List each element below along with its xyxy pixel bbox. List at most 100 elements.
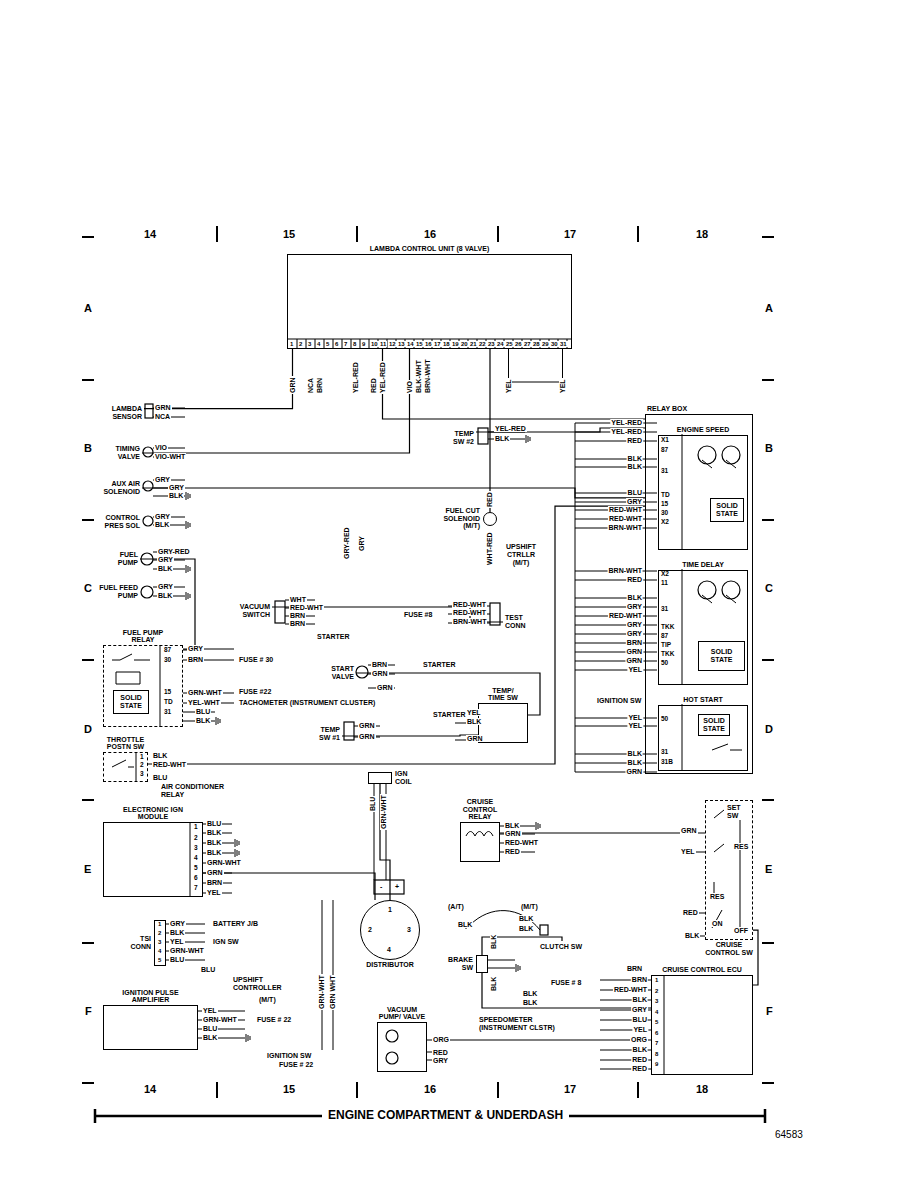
wire-color-label: (A/T) (447, 903, 465, 910)
wire-color-label: IGNITION SW (596, 697, 642, 704)
pin-number: 3 (654, 998, 659, 1004)
wire-color-label: GRY (168, 484, 185, 491)
component-name: TSI CONN (126, 935, 152, 950)
wire-color-label: BLU (169, 956, 185, 963)
wire-color-label: RED-WHT (152, 761, 187, 768)
wire-color-label: - (379, 883, 383, 890)
pin-number: 1 (157, 921, 162, 927)
wire-color-label: BLK (632, 1046, 648, 1053)
component-name: DISTRIBUTOR (365, 961, 415, 969)
wire-connector (482, 973, 651, 1008)
component-name: TEMP SW #1 (315, 726, 341, 741)
pin-number: 21 (469, 341, 478, 347)
wire-color-label: GRY (157, 583, 174, 590)
grid-reference: 17 (563, 1084, 577, 1095)
grid-reference: 14 (143, 229, 157, 240)
component-tag: TEMP SW #1 (314, 724, 342, 744)
wire-color-label: BLK (206, 829, 222, 836)
ground-symbol (186, 492, 190, 500)
wire-color-label: BLU (200, 966, 216, 973)
grid-reference: E (764, 864, 773, 875)
wire-color-label: YEL-WHT (187, 699, 221, 706)
pin-row (509, 349, 563, 382)
ground-symbol (536, 822, 540, 830)
component-box: IGN COIL (368, 772, 392, 784)
wire-color-label: WHT (289, 596, 307, 603)
internal-detail (702, 460, 736, 603)
component-name: VACUUM PUMP/ VALVE (374, 1006, 430, 1021)
wire-color-label: NCA (154, 413, 171, 420)
wire-color-label: GRN (358, 733, 376, 740)
pin-number: 6 (654, 1030, 659, 1036)
component-tag: UPSHIFT CTRLLR (M/T) (497, 541, 545, 569)
pin-number: 22 (478, 341, 487, 347)
wire-connector (142, 488, 645, 498)
component-tag: LAMBDA SENSOR (102, 403, 144, 423)
component-name: LAMBDA CONTROL UNIT (8 VALVE) (369, 245, 491, 253)
component-name: TEST CONN (504, 614, 532, 629)
pin-number: 1 (289, 341, 294, 347)
wire-color-label: BRN-WHT (452, 618, 487, 625)
wire-color-label: BLK (490, 976, 497, 992)
component-tag: TEST CONN (503, 612, 533, 632)
ground-symbol (246, 1034, 250, 1042)
pin-number: 31 (163, 709, 172, 716)
component-tag: FUEL FEED PUMP (96, 578, 140, 606)
component-symbol (698, 446, 716, 464)
grid-reference: 18 (695, 229, 709, 240)
pin-number: 12 (388, 341, 397, 347)
wire-color-label: BLU (369, 796, 376, 812)
wire-color-label: GRN (289, 376, 296, 394)
grid-reference: 16 (423, 1084, 437, 1095)
wire-color-label: BRN-WHT (424, 359, 431, 394)
pin-number: 2 (654, 988, 659, 994)
pin-number: 9 (654, 1061, 659, 1067)
wire-color-label: IGNITION SW (266, 1052, 312, 1059)
wire-connector (144, 349, 293, 409)
wire-color-label: RED (626, 437, 643, 444)
wire-connector (203, 873, 375, 900)
wire-color-label: BLK (522, 999, 538, 1006)
pin-number: X2 (660, 519, 670, 526)
component-tag: AUX AIR SOLENOID (96, 478, 142, 498)
wire-color-label: 4 (386, 946, 392, 953)
wire-color-label: YEL (206, 889, 222, 896)
wire-color-label: GRN (625, 657, 643, 664)
wire-color-label: BRN (206, 879, 223, 886)
wire-color-label: YEL-RED (352, 361, 359, 394)
note-label: SET SW (726, 804, 750, 819)
wire-color-label: VIO (154, 444, 168, 451)
frame-mark (95, 1109, 765, 1123)
pin-number: TD (660, 492, 671, 499)
component-name: SOLID STATE (712, 502, 742, 517)
wire-color-label: BLK-WHT (415, 359, 422, 394)
component-tag: FUEL PUMP (102, 549, 140, 569)
wire-color-label: GRY (631, 1006, 648, 1013)
wire-connector (148, 506, 645, 764)
wire-color-label: BLU (206, 820, 222, 827)
pin-number: 1 (193, 824, 199, 831)
pin-number: 30 (163, 657, 172, 664)
wire-color-label: GRY (154, 513, 171, 520)
wire-color-label: 1 (387, 906, 393, 913)
pin-number: 4 (316, 341, 321, 347)
grid-reference: C (764, 583, 774, 594)
component-symbol (145, 404, 153, 418)
pin-number: TKK (660, 651, 675, 658)
wire-color-label: GRY (626, 630, 643, 637)
wire-color-label: BLK (157, 565, 173, 572)
wire-color-label: YEL (627, 666, 643, 673)
wire-color-label: YEL-RED (494, 425, 527, 432)
wire-color-label: (M/T) (520, 903, 539, 910)
pin-number: 15 (415, 341, 424, 347)
pin-number: 16 (424, 341, 433, 347)
wire (600, 980, 651, 1069)
wire-color-label: ORG (432, 1036, 450, 1043)
component-tag: TIMING VALVE (102, 443, 142, 463)
component-box: ELECTRONIC IGN MODULE (103, 822, 203, 897)
wire-color-label: BLK (627, 455, 643, 462)
wire-color-label: BLK (457, 921, 473, 928)
pin-number: 4 (157, 948, 162, 954)
wire (488, 960, 515, 968)
